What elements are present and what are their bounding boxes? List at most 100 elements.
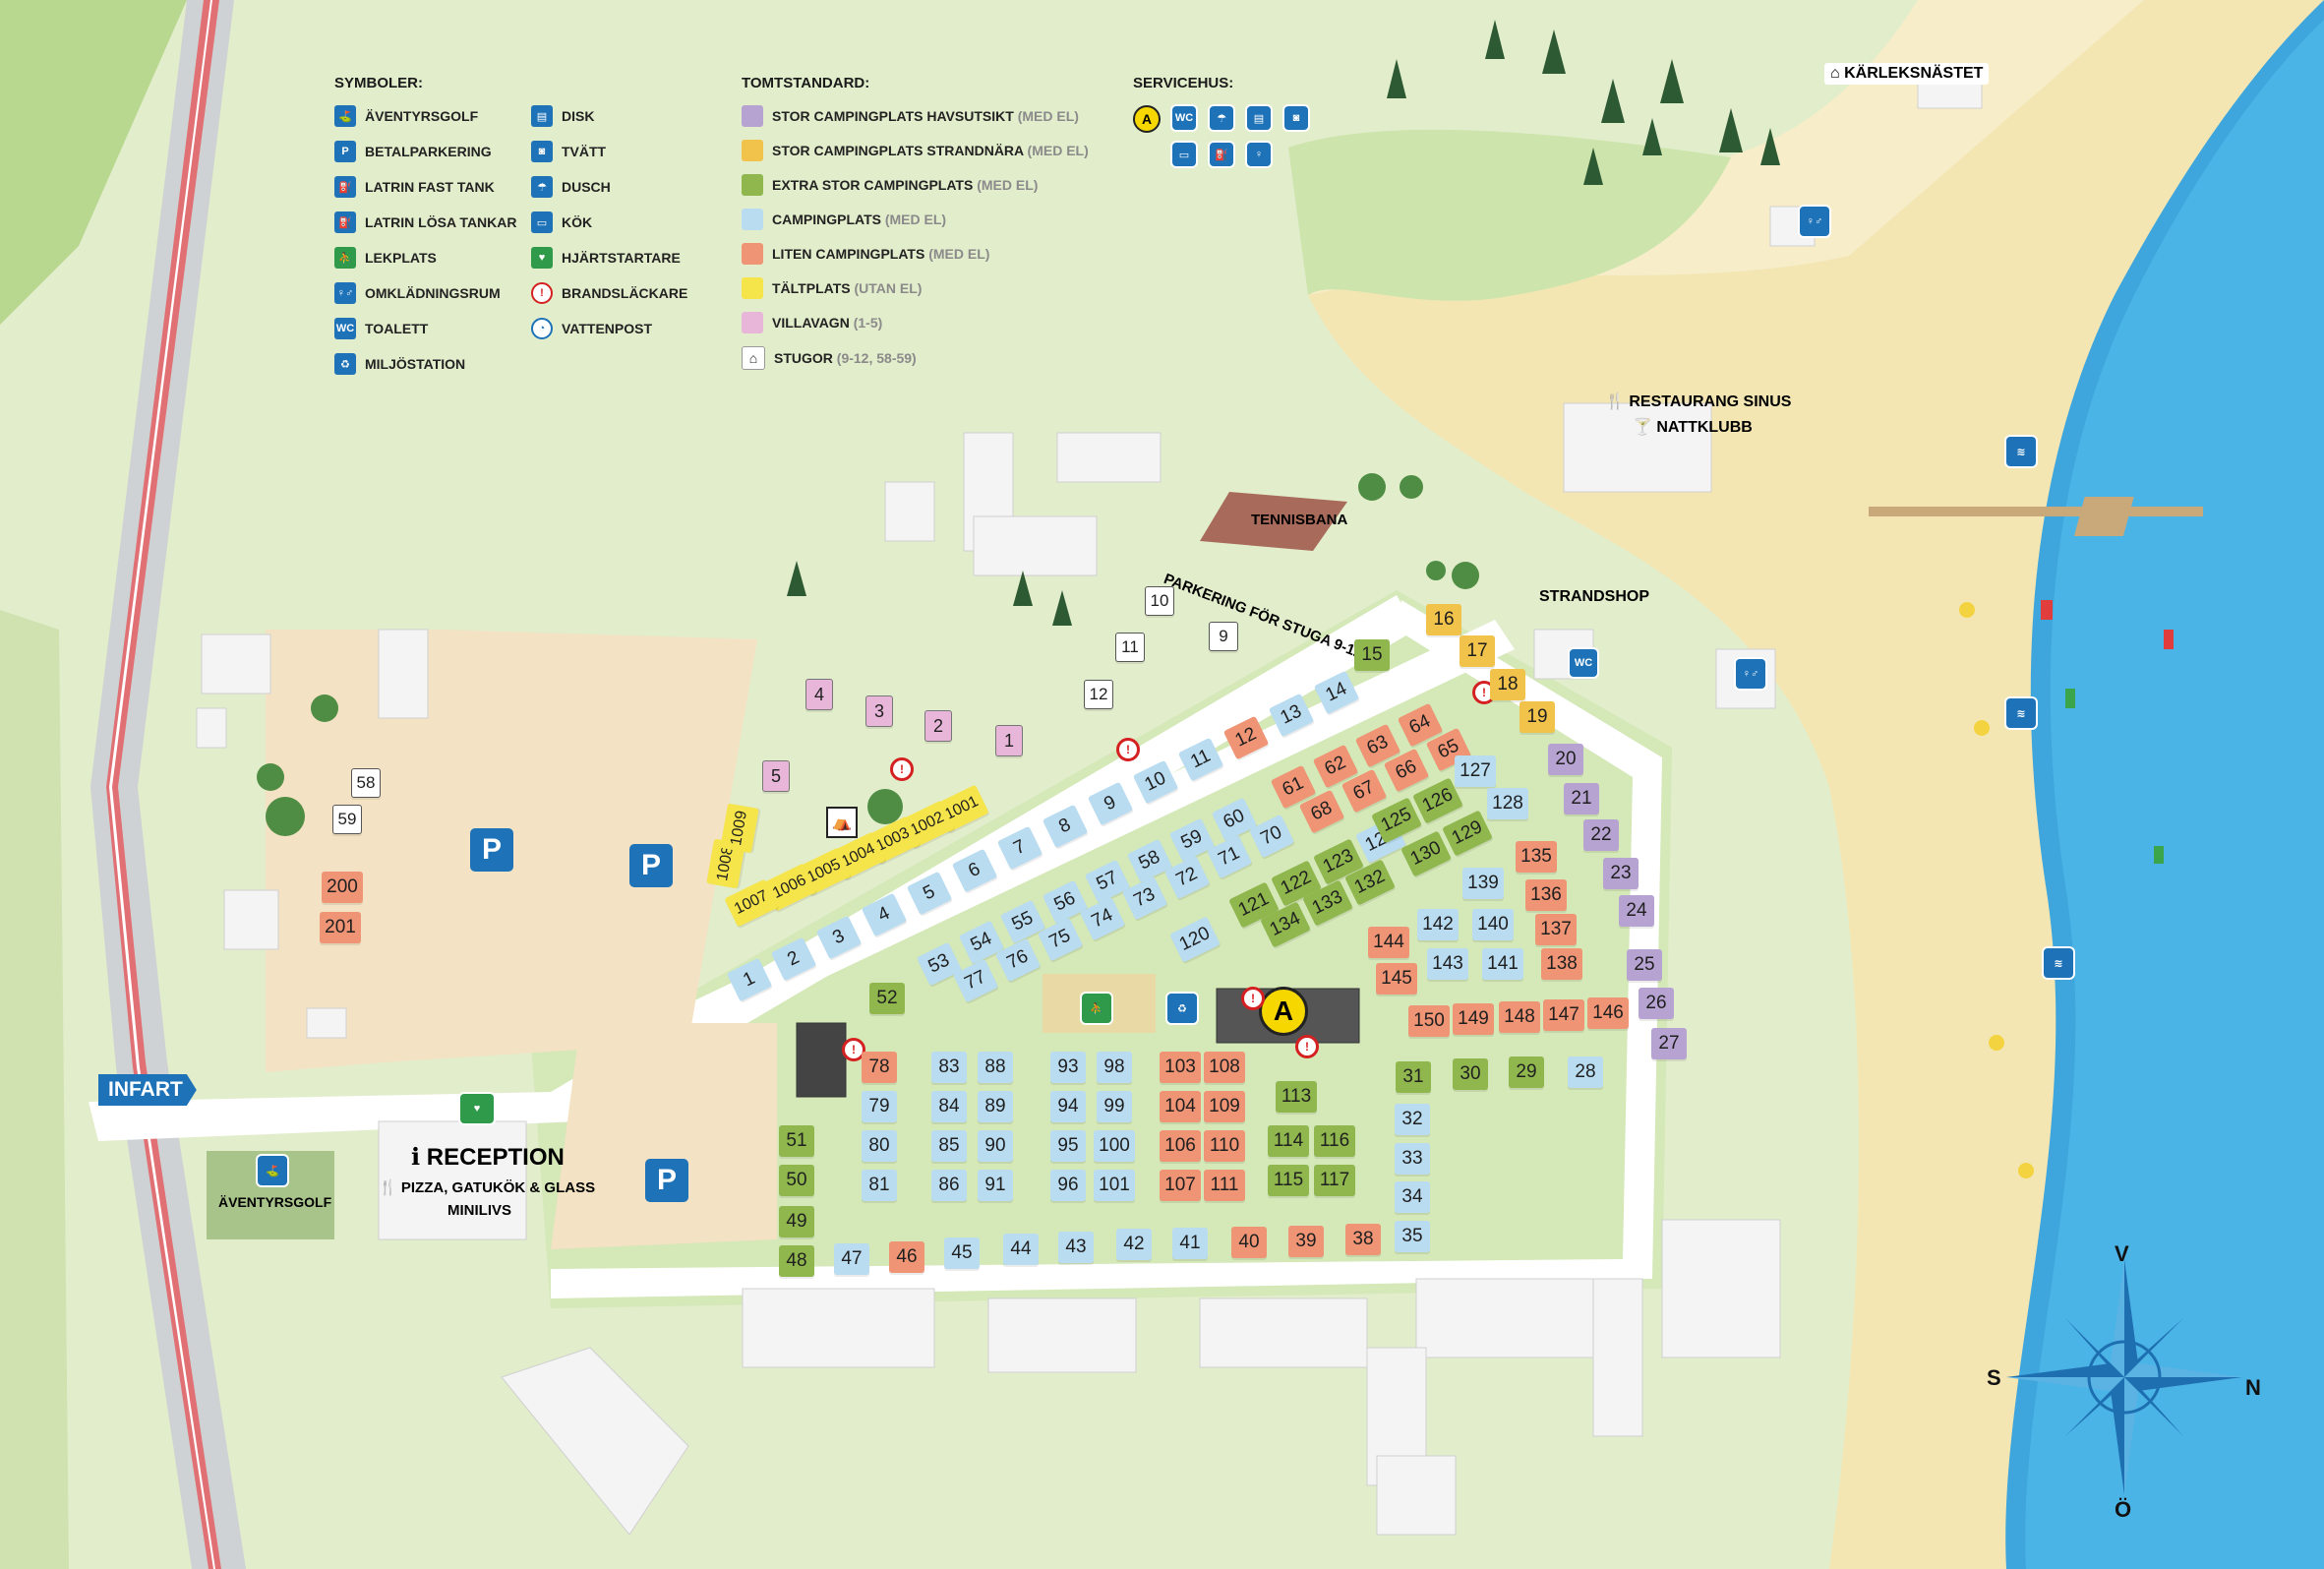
laundry-icon: ◙ [1284, 106, 1308, 130]
legend-symbol-label: BETALPARKERING [365, 144, 492, 159]
campsite-plot: 145 [1376, 963, 1417, 995]
campsite-plot: 80 [862, 1130, 897, 1162]
fire-extinguisher-icon: ! [531, 282, 553, 304]
legend-standard-note: (MED EL) [977, 177, 1039, 193]
latrine-loose-tanks-icon: ⛽ [334, 211, 356, 233]
legend-standard-label: TÄLTPLATS (UTAN EL) [772, 280, 923, 296]
legend-standard-item: TÄLTPLATS (UTAN EL) [742, 277, 922, 299]
legend-symbol-item: ⛹LEKPLATS [334, 247, 437, 269]
legend-symbol-item: ▤DISK [531, 105, 594, 127]
campsite-plot: 94 [1050, 1091, 1086, 1122]
kitchen-icon: ▭ [1172, 143, 1196, 166]
legend-swatch [742, 140, 763, 161]
campsite-plot: 149 [1453, 1003, 1494, 1035]
legend-symbol-label: BRANDSLÄCKARE [562, 285, 688, 301]
legend-standard-note: (MED EL) [1017, 108, 1079, 124]
campsite-plot: 113 [1276, 1081, 1317, 1113]
campsite-plot: 148 [1499, 1001, 1540, 1033]
campsite-plot: 18 [1490, 669, 1525, 700]
playground-icon: ⛹ [1082, 994, 1111, 1023]
reception-label: ℹ RECEPTION [411, 1144, 565, 1171]
recycling-icon: ♻ [1167, 994, 1197, 1023]
caravan-plot: 5 [762, 760, 790, 792]
compass-west-label: S [1987, 1365, 2001, 1390]
legend-standard-note: (9-12, 58-59) [836, 350, 917, 366]
legend-symbol-label: LEKPLATS [365, 250, 437, 266]
house-icon: ⌂ [1830, 65, 1845, 82]
campsite-plot: 142 [1417, 909, 1459, 940]
campsite-plot: 139 [1462, 868, 1504, 899]
campsite-plot: 106 [1160, 1130, 1201, 1162]
defibrillator-icon: ♥ [460, 1094, 494, 1123]
dishwashing-icon: ▤ [1247, 106, 1271, 130]
legend-symbol-item: ☂DUSCH [531, 176, 611, 198]
compass-east-label: N [2245, 1375, 2261, 1400]
legend-standard-note: (MED EL) [1027, 143, 1089, 158]
campsite-plot: 103 [1160, 1052, 1201, 1083]
legend-standards-title: TOMTSTANDARD: [742, 75, 870, 91]
legend-symbol-label: DISK [562, 108, 595, 124]
minigolf-icon: ⛳ [334, 105, 356, 127]
kitchen-icon: ▭ [531, 211, 553, 233]
cabin-plot: 59 [332, 805, 362, 834]
legend-symbol-item: ♥HJÄRTSTARTARE [531, 247, 681, 269]
toilet-icon: WC [1172, 106, 1196, 130]
campsite-plot: 144 [1368, 927, 1409, 958]
caravan-plot: 3 [865, 695, 893, 727]
house-icon: ⌂ [742, 346, 765, 370]
campsite-plot: 128 [1487, 788, 1528, 819]
campsite-plot: 99 [1097, 1091, 1132, 1122]
campsite-plot: 34 [1395, 1181, 1430, 1213]
fire-extinguisher-icon: ! [1241, 987, 1265, 1010]
parking-icon: P [629, 844, 673, 887]
campsite-plot: 136 [1525, 879, 1567, 911]
legend-symbol-item: ◔VATTENPOST [531, 318, 652, 339]
parking-icon: P [645, 1159, 688, 1202]
campsite-plot: 84 [931, 1091, 967, 1122]
cabin-plot: 9 [1209, 622, 1238, 651]
latrine-fixed-tank-icon: ⛽ [334, 176, 356, 198]
campsite-plot: 140 [1472, 909, 1514, 940]
campsite-plot: 50 [779, 1165, 814, 1196]
legend-symbol-item: ⛽ LATRIN LÖSA TANKAR [334, 211, 517, 233]
compass-rose-icon [2006, 1259, 2242, 1495]
campsite-plot: 127 [1455, 755, 1496, 787]
campsite-plot: 138 [1541, 948, 1582, 980]
campsite-plot: 45 [944, 1237, 980, 1269]
latrine-icon: ⛽ [1210, 143, 1233, 166]
legend-standard-item: STOR CAMPINGPLATS HAVSUTSIKT (MED EL) [742, 105, 1079, 127]
campsite-plot: 100 [1094, 1130, 1135, 1162]
legend-symbol-item: P BETALPARKERING [334, 141, 492, 162]
campsite-plot: 81 [862, 1170, 897, 1201]
campsite-plot: 107 [1160, 1170, 1201, 1201]
legend-swatch [742, 312, 763, 333]
defibrillator-icon: ♥ [531, 247, 553, 269]
legend-standard-item: LITEN CAMPINGPLATS (MED EL) [742, 243, 989, 265]
campsite-plot: 96 [1050, 1170, 1086, 1201]
laundry-icon: ◙ [531, 141, 553, 162]
campsite-plot: 89 [978, 1091, 1013, 1122]
campsite-plot: 79 [862, 1091, 897, 1122]
fire-extinguisher-icon: ! [842, 1038, 865, 1061]
karleksnastet-label: ⌂ KÄRLEKSNÄSTET [1824, 63, 1990, 85]
legend-symbol-item: ! BRANDSLÄCKARE [531, 282, 687, 304]
cutlery-icon: 🍴 [379, 1179, 401, 1196]
legend-symbol-label: LATRIN LÖSA TANKAR [365, 214, 517, 230]
campsite-plot: 85 [931, 1130, 967, 1162]
legend-service-title: SERVICEHUS: [1133, 75, 1234, 91]
parking-icon: P [334, 141, 356, 162]
campsite-plot: 90 [978, 1130, 1013, 1162]
legend-standard-label: VILLAVAGN (1-5) [772, 315, 883, 331]
legend-standard-item: CAMPINGPLATS (MED EL) [742, 209, 946, 230]
minilivs-label: MINILIVS [447, 1202, 512, 1219]
campsite-plot: 51 [779, 1125, 814, 1157]
tent-icon: ⛺ [826, 807, 858, 838]
campsite-plot: 88 [978, 1052, 1013, 1083]
campsite-plot: 23 [1603, 858, 1639, 889]
legend-symbol-label: VATTENPOST [562, 321, 653, 336]
campsite-plot: 117 [1314, 1165, 1355, 1196]
legend-standard-label: EXTRA STOR CAMPINGPLATS (MED EL) [772, 177, 1039, 193]
caravan-plot: 4 [805, 679, 833, 710]
legend-symbol-item: ▭KÖK [531, 211, 592, 233]
campsite-plot: 28 [1568, 1056, 1603, 1088]
